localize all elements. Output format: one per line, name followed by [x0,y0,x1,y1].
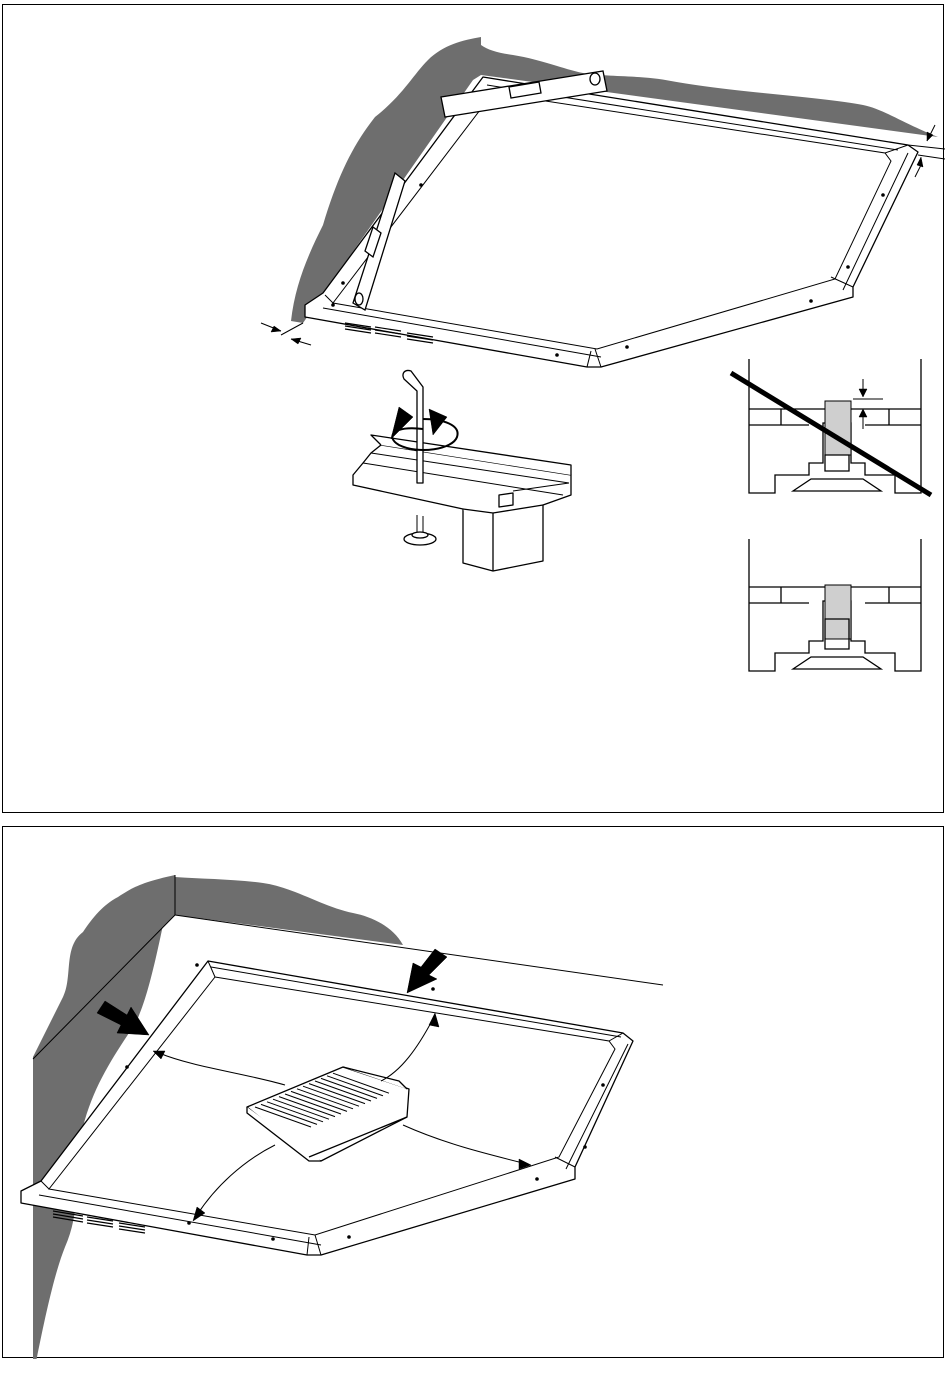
screw-hole [347,1235,351,1239]
screw-hole [331,303,335,307]
foot-adjustment-detail [353,370,571,571]
screw-hole [535,1177,539,1181]
screw-hole [809,299,813,303]
screw-hole [125,1065,129,1069]
step-place-tray-panel [2,826,944,1358]
screw-hole [341,281,345,285]
screw-hole [555,353,559,357]
place-tray-illustration [3,827,945,1359]
gap-arrows-left [261,323,311,345]
foot-profile-wrong [731,359,931,495]
screw-hole [846,265,850,269]
strike-through-icon [731,373,931,495]
screw-hole [601,1083,605,1087]
screw-hole [187,1221,191,1225]
screw-hole [271,1237,275,1241]
foot-profile-correct [749,539,921,671]
level-frame-illustration [3,5,945,814]
screw-hole [625,345,629,349]
screw-hole [431,987,435,991]
screw-hole [583,1145,587,1149]
screw-hole [881,193,885,197]
screw-hole [195,963,199,967]
screw-hole [419,183,423,187]
step-level-frame-panel [2,4,944,813]
